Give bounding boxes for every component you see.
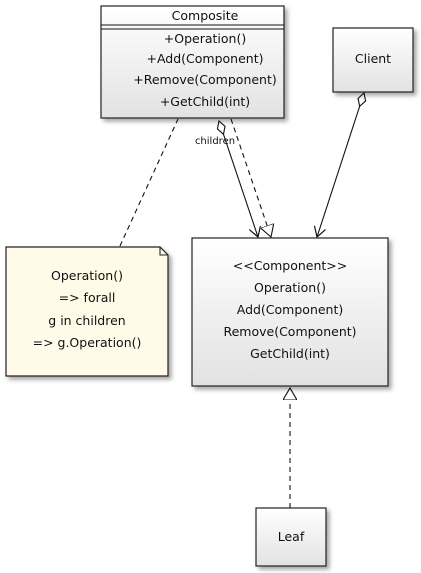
component-member-remove: Remove(Component) <box>223 324 356 339</box>
client-aggregation-line <box>317 93 364 237</box>
composite-member-add: +Add(Component) <box>147 51 264 66</box>
note-line-4: => g.Operation() <box>33 335 142 350</box>
component-member-getchild: GetChild(int) <box>250 346 330 361</box>
composite-member-operation: +Operation() <box>164 31 246 46</box>
note-line-2: => forall <box>59 290 116 305</box>
component-member-operation: Operation() <box>254 280 326 295</box>
component-interface: <<Component>> Operation() Add(Component)… <box>191 237 389 387</box>
client-class: Client <box>332 27 414 93</box>
composite-class: Composite +Operation() +Add(Component) +… <box>100 5 285 119</box>
note-line-3: g in children <box>48 313 125 328</box>
component-member-add: Add(Component) <box>237 302 344 317</box>
composite-member-remove: +Remove(Component) <box>133 72 277 87</box>
leaf-class: Leaf <box>255 507 327 567</box>
composite-class-name: Composite <box>172 8 239 23</box>
composite-realization-line <box>230 118 271 237</box>
component-stereotype: <<Component>> <box>233 258 347 273</box>
operation-note: Operation() => forall g in children => g… <box>5 246 169 377</box>
composite-children-aggregation-line <box>219 121 258 237</box>
client-class-name: Client <box>355 51 391 66</box>
note-line-1: Operation() <box>51 268 123 283</box>
children-label: children <box>195 136 235 147</box>
note-anchor-line <box>119 118 179 247</box>
leaf-class-name: Leaf <box>278 529 305 544</box>
composite-member-getchild: +GetChild(int) <box>160 94 250 109</box>
